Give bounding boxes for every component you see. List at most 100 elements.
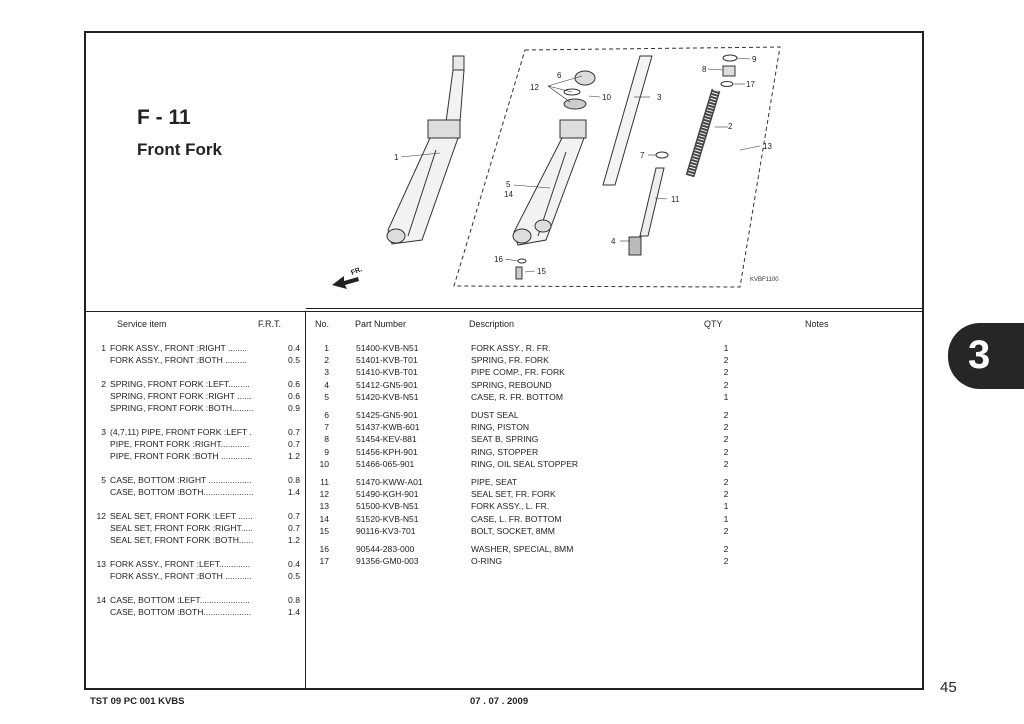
service-item-number bbox=[88, 354, 110, 366]
part-ref-number: 15 bbox=[319, 525, 329, 536]
service-item-number: 3 bbox=[101, 427, 106, 437]
part-ref-number: 5 bbox=[324, 391, 329, 402]
service-item-frt: 0.7 bbox=[288, 427, 300, 437]
service-item-number bbox=[88, 486, 110, 498]
callout-2: 2 bbox=[728, 122, 733, 131]
part-number: 51456-KPH-901 bbox=[356, 446, 418, 457]
part-description: RING, OIL SEAL STOPPER bbox=[471, 458, 579, 469]
callout-9: 9 bbox=[752, 55, 757, 64]
service-item-group: 5 CASE, BOTTOM :RIGHT .................. 0… bbox=[88, 474, 300, 498]
service-item-number bbox=[88, 522, 110, 534]
callout-8: 8 bbox=[702, 65, 707, 74]
part-description: PIPE, SEAT bbox=[471, 477, 518, 488]
service-item-number: 1 bbox=[101, 343, 106, 353]
part-description: CASE, R. FR. BOTTOM bbox=[471, 391, 563, 402]
footer-date: 07 . 07 . 2009 bbox=[470, 696, 529, 707]
part-ref-number: 9 bbox=[324, 446, 329, 457]
part-qty: 2 bbox=[723, 422, 729, 433]
fork-spring bbox=[685, 88, 721, 178]
callout-11: 11 bbox=[671, 195, 680, 204]
service-item-frt: 0.9 bbox=[288, 403, 300, 413]
service-item-frt: 0.5 bbox=[288, 355, 300, 365]
no-header: No. bbox=[315, 319, 330, 329]
service-item-label: (4,7,11) PIPE, FRONT FORK :LEFT . bbox=[110, 427, 252, 437]
service-item-label: SPRING, FRONT FORK :BOTH......... bbox=[110, 403, 254, 413]
callout-6: 6 bbox=[557, 71, 562, 80]
part-ref-number: 6 bbox=[324, 410, 329, 421]
service-item-row: PIPE, FRONT FORK :BOTH .............1.2 bbox=[88, 450, 300, 462]
service-item-header: Service item bbox=[117, 319, 167, 329]
part-number: 51466-065-901 bbox=[356, 458, 415, 469]
service-item-frt: 1.4 bbox=[288, 607, 300, 617]
service-item-number bbox=[88, 402, 110, 414]
part-qty: 1 bbox=[723, 513, 729, 524]
part-description: SPRING, REBOUND bbox=[471, 379, 552, 390]
service-item-number: 12 bbox=[96, 511, 106, 521]
service-item-label: PIPE, FRONT FORK :RIGHT............ bbox=[110, 439, 250, 449]
callout-3: 3 bbox=[657, 93, 662, 102]
assembly-boundary bbox=[453, 46, 781, 288]
part-ref-number: 17 bbox=[319, 556, 329, 567]
service-item-label: CASE, BOTTOM :BOTH..................... bbox=[110, 487, 254, 497]
service-item-frt: 0.6 bbox=[288, 391, 300, 401]
service-item-number: 5 bbox=[101, 475, 106, 485]
service-item-row: 3 (4,7,11) PIPE, FRONT FORK :LEFT . 0.7 bbox=[88, 426, 300, 438]
service-item-frt: 0.7 bbox=[288, 439, 300, 449]
part-qty: 2 bbox=[723, 489, 729, 500]
part-description: FORK ASSY., R. FR. bbox=[471, 343, 551, 353]
service-item-frt: 0.5 bbox=[288, 571, 300, 581]
service-item-frt: 0.4 bbox=[288, 559, 300, 569]
part-description: CASE, L. FR. BOTTOM bbox=[471, 513, 562, 524]
service-item-number bbox=[88, 570, 110, 582]
callout-10: 10 bbox=[602, 93, 611, 102]
part-qty: 2 bbox=[723, 355, 729, 366]
fork-assembly-right bbox=[386, 55, 465, 245]
part-ref-number: 13 bbox=[319, 501, 329, 512]
service-item-row: SEAL SET, FRONT FORK :BOTH......1.2 bbox=[88, 534, 300, 546]
callout-7: 7 bbox=[640, 151, 645, 160]
service-item-row: FORK ASSY., FRONT :BOTH ...........0.5 bbox=[88, 570, 300, 582]
service-item-label: CASE, BOTTOM :RIGHT .................. bbox=[110, 475, 252, 485]
part-ref-number: 3 bbox=[324, 367, 329, 378]
service-item-frt: 0.8 bbox=[288, 475, 300, 485]
callout-12: 12 bbox=[530, 83, 539, 92]
part-qty: 2 bbox=[723, 458, 729, 469]
service-item-label: SEAL SET, FRONT FORK :BOTH...... bbox=[110, 535, 254, 545]
part-number: 51420-KVB-N51 bbox=[356, 391, 419, 402]
service-item-number bbox=[88, 450, 110, 462]
service-item-label: SEAL SET, FRONT FORK :RIGHT..... bbox=[110, 523, 253, 533]
part-number: 51520-KVB-N51 bbox=[356, 513, 419, 524]
service-item-row: SPRING, FRONT FORK :RIGHT ......0.6 bbox=[88, 390, 300, 402]
service-item-row: SPRING, FRONT FORK :BOTH......... 0.9 bbox=[88, 402, 300, 414]
part-qty: 2 bbox=[723, 446, 729, 457]
fork-assembly-left bbox=[512, 119, 587, 246]
part-description: BOLT, SOCKET, 8MM bbox=[471, 525, 555, 536]
notes-header: Notes bbox=[805, 319, 829, 329]
service-item-label: PIPE, FRONT FORK :BOTH ............. bbox=[110, 451, 253, 461]
part-number: 51454-KEV-881 bbox=[356, 434, 417, 445]
service-item-number: 14 bbox=[96, 595, 106, 605]
service-item-row: CASE, BOTTOM :BOTH....................1.… bbox=[88, 606, 300, 618]
service-item-row: SEAL SET, FRONT FORK :RIGHT.....0.7 bbox=[88, 522, 300, 534]
part-qty: 2 bbox=[723, 434, 729, 445]
callout-16: 16 bbox=[494, 255, 503, 264]
part-description: SPRING, FR. FORK bbox=[471, 355, 549, 366]
service-item-label: FORK ASSY., FRONT :BOTH ......... bbox=[110, 355, 247, 365]
part-qty: 1 bbox=[723, 343, 729, 353]
part-ref-number: 7 bbox=[324, 422, 329, 433]
figure-code: F - 11 bbox=[137, 106, 191, 129]
part-ref-number: 11 bbox=[320, 477, 329, 488]
frt-header: F.R.T. bbox=[258, 319, 282, 329]
part-qty: 2 bbox=[723, 410, 729, 421]
